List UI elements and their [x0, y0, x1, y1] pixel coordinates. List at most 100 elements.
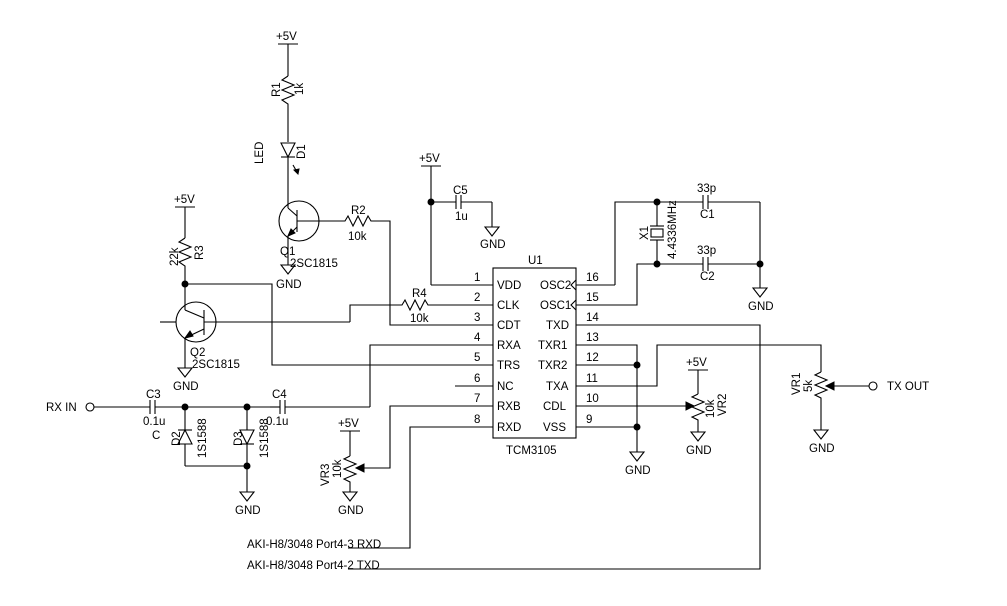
ic-u1: U1 TCM3105 1 VDD 2 CLK — [455, 255, 615, 457]
pin-12-name: TXR2 — [538, 360, 567, 372]
r1-resistor — [280, 75, 296, 142]
pin-4-name: RXA — [497, 340, 521, 352]
c4-ref: C4 — [272, 389, 287, 401]
vr1-resistor — [813, 371, 829, 430]
power-symbol-vr2: +5V — [686, 357, 708, 394]
r2-value: 10k — [348, 231, 367, 243]
ground-label: GND — [625, 465, 651, 477]
power-symbol-r3: +5V — [174, 194, 195, 238]
pin-9-number: 9 — [586, 414, 592, 426]
power-label: +5V — [419, 153, 440, 165]
ground-symbol-q1: GND — [276, 264, 302, 291]
r2-resistor — [330, 214, 455, 326]
pin-1-name: VDD — [497, 280, 521, 292]
pin-16-number: 16 — [586, 272, 599, 284]
ground-symbol-vr1: GND — [809, 429, 835, 455]
power-symbol-u1: +5V — [419, 153, 441, 285]
ground-symbol-vss: GND — [625, 451, 651, 477]
power-symbol-r1: +5V — [276, 31, 298, 76]
vr1-value: 5k — [803, 380, 815, 392]
pin-11-name: TXA — [546, 381, 569, 393]
pin-5-name: TRS — [497, 360, 520, 372]
q1-transistor — [278, 198, 330, 265]
q1-ref: Q1 — [280, 246, 295, 258]
pin-3-number: 3 — [474, 312, 480, 324]
ground-label: GND — [748, 301, 774, 313]
rx-input-network: RX IN C3 0.1u C D2 1S1588 D3 1S1588 — [46, 344, 455, 517]
c4-value: 0.1u — [266, 416, 288, 428]
ground-label: GND — [809, 443, 835, 455]
power-label: +5V — [174, 194, 195, 206]
c3-capacitor — [94, 400, 270, 414]
c3-value: 0.1u — [143, 416, 165, 428]
q2-transistor — [160, 300, 350, 368]
r4-ref: R4 — [412, 288, 427, 300]
pin-14-name: TXD — [546, 320, 569, 332]
r2-ref: R2 — [351, 205, 366, 217]
power-symbol-vr3: +5V — [338, 418, 360, 456]
vdd-decoupling: +5V C5 1u GND — [419, 153, 506, 286]
q2-part: 2SC1815 — [192, 359, 240, 371]
power-label: +5V — [338, 418, 359, 430]
vr3-bias: +5V VR3 10k GND — [320, 405, 455, 517]
d2-diode — [177, 407, 193, 466]
c3-ref: C3 — [146, 389, 161, 401]
tx-out-terminal[interactable]: TX OUT — [868, 381, 929, 393]
pin-15-number: 15 — [586, 292, 599, 304]
c2-capacitor — [657, 257, 760, 271]
pin-3-name: CDT — [497, 320, 521, 332]
led-driver-stage: +5V R1 1k LED D1 Q1 2SC1815 GND — [254, 31, 455, 326]
c1-value: 33p — [697, 183, 716, 195]
rx-in-label: RX IN — [46, 402, 77, 414]
ic-ref-label: U1 — [528, 255, 543, 267]
pin-7-number: 7 — [474, 393, 480, 405]
c2-ref: C2 — [700, 271, 715, 283]
q1-part: 2SC1815 — [290, 258, 338, 270]
pin-9-name: VSS — [543, 422, 566, 434]
x1-ref: X1 — [639, 226, 651, 240]
c5-value: 1u — [455, 211, 468, 223]
ground-symbol-c5: GND — [480, 226, 506, 251]
rx-in-terminal[interactable]: RX IN — [46, 402, 95, 414]
r4-value: 10k — [410, 313, 429, 325]
c4-capacitor — [270, 400, 370, 414]
d3-part: 1S1588 — [259, 418, 271, 458]
ground-label: GND — [480, 239, 506, 251]
pin-4-number: 4 — [474, 332, 481, 344]
ground-label: GND — [235, 505, 261, 517]
vr3-resistor — [342, 455, 358, 492]
pin-10-number: 10 — [586, 393, 599, 405]
pin-10-name: CDL — [543, 401, 567, 413]
d3-diode — [239, 407, 255, 492]
pin-15-name: OSC1 — [540, 300, 571, 312]
pin-7-name: RXB — [497, 401, 521, 413]
pin-13-number: 13 — [586, 332, 599, 344]
d1-label: LED — [254, 142, 266, 164]
x1-value: 4.4336MHz — [667, 200, 679, 259]
pin-8-name: RXD — [497, 422, 521, 434]
tx-output-stage: GND VR1 5k GND TX OUT +5V 10k VR2 GND — [430, 324, 929, 570]
d1-ref: D1 — [296, 144, 308, 159]
pin-14-number: 14 — [586, 312, 599, 324]
vr2-value: 10k — [705, 399, 717, 418]
c5-ref: C5 — [453, 185, 468, 197]
port-txd-label: AKI-H8/3048 Port4-2 TXD — [247, 560, 380, 572]
r3-ref: R3 — [194, 245, 206, 260]
c2-value: 33p — [697, 245, 716, 257]
ground-symbol-vr2: GND — [686, 431, 712, 457]
ground-symbol-crystal: GND — [748, 287, 774, 313]
port-rxd-label: AKI-H8/3048 Port4-3 RXD — [247, 539, 381, 551]
q2-stage: +5V 22k R3 Q2 2SC1815 GND R4 10k — [160, 194, 455, 393]
x1-crystal — [650, 202, 664, 264]
c3-extra: C — [152, 430, 160, 442]
r4-resistor — [349, 298, 455, 322]
c1-capacitor — [657, 195, 760, 209]
d3-ref: D3 — [233, 431, 245, 446]
pin-6-number: 6 — [474, 373, 480, 385]
q2-ref: Q2 — [190, 347, 205, 359]
tx-out-label: TX OUT — [887, 381, 929, 393]
r1-ref: R1 — [271, 82, 283, 97]
r3-resistor — [177, 237, 193, 300]
crystal-oscillator: X1 4.4336MHz 33p C1 33p C2 GND — [614, 183, 774, 313]
